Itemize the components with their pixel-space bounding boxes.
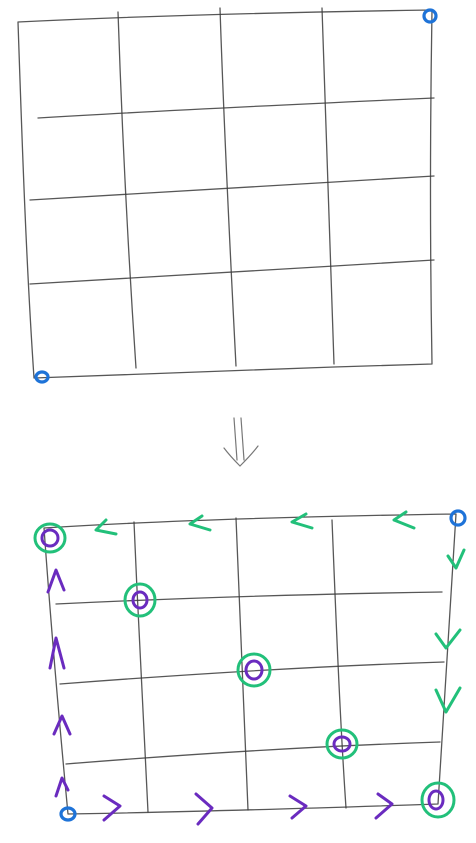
purple-right-chevron-2	[194, 792, 214, 826]
green-down-chevron-3	[434, 686, 462, 714]
diagonal-point-5	[420, 781, 456, 819]
diagonal-point-4	[325, 728, 359, 760]
purple-up-chevron-2	[48, 636, 66, 670]
bottom-grid-vline-2	[235, 517, 249, 811]
diagonal-point-1	[33, 522, 67, 554]
bottom-grid-border	[43, 513, 457, 815]
purple-up-chevron-4	[54, 776, 70, 798]
green-down-chevron-1	[446, 548, 466, 570]
purple-up-chevron-1	[46, 568, 66, 594]
top-grid-vline-1	[117, 11, 137, 369]
double-down-arrow-icon	[223, 417, 259, 467]
bottom-grid-vline-1	[133, 521, 149, 813]
bottom-grid-hline-2	[59, 661, 445, 685]
green-left-chevron-3	[290, 512, 314, 530]
bottom-grid-hline-3	[65, 741, 441, 765]
purple-right-chevron-4	[374, 792, 394, 820]
bottom-grid-vline-3	[331, 519, 347, 809]
green-left-chevron-2	[188, 514, 212, 532]
top-grid-vline-3	[321, 7, 335, 365]
purple-up-chevron-3	[52, 714, 72, 736]
purple-right-chevron-3	[288, 794, 308, 820]
top-grid-hline-2	[29, 175, 435, 201]
bottom-grid	[33, 509, 467, 826]
top-grid	[17, 7, 438, 384]
green-down-chevron-2	[434, 628, 462, 650]
green-left-chevron-1	[94, 518, 118, 536]
purple-right-chevron-1	[102, 794, 122, 822]
top-grid-vline-2	[219, 7, 237, 367]
diagonal-point-3	[236, 652, 272, 688]
bottom-grid-hline-1	[55, 591, 443, 605]
top-grid-border	[17, 9, 433, 379]
top-grid-hline-1	[37, 97, 435, 119]
bottom-grid-end-marker	[449, 509, 467, 527]
diagonal-point-2	[123, 582, 157, 618]
top-grid-end-marker	[422, 8, 438, 24]
top-grid-start-marker	[34, 370, 50, 384]
green-left-chevron-4	[392, 510, 416, 530]
top-grid-hline-3	[29, 259, 435, 285]
bottom-grid-start-marker	[59, 806, 77, 822]
